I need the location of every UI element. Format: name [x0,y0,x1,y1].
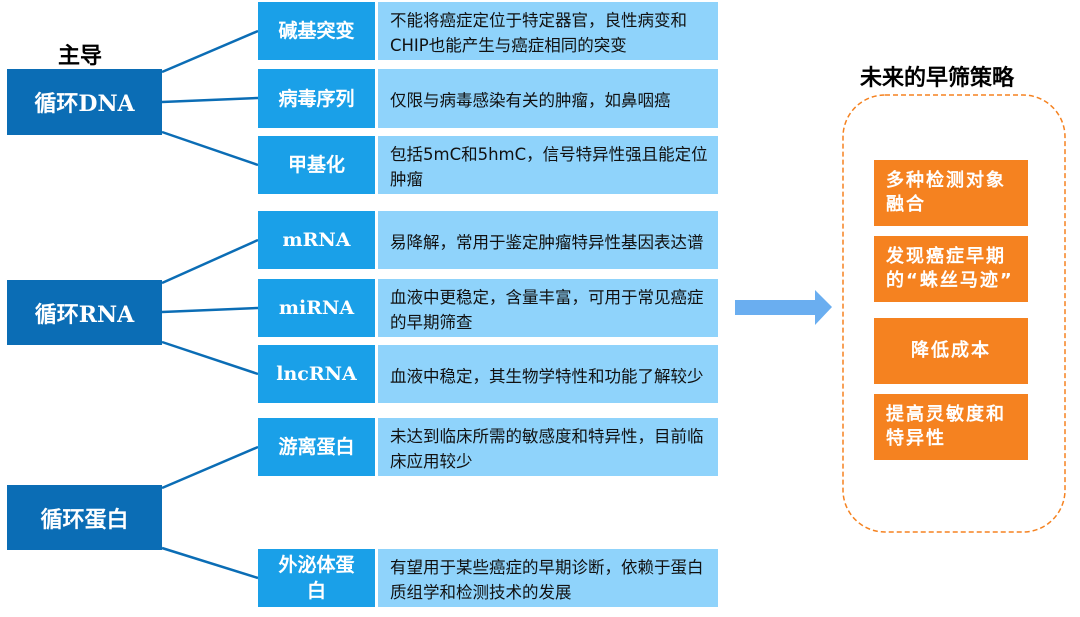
strategy-dashed-frame [842,94,1066,533]
category-mirna: miRNA [258,279,375,337]
left-header: 主导 [58,44,103,69]
group-circulating-dna: 循环DNA [7,69,162,135]
desc-viral-sequence: 仅限与病毒感染有关的肿瘤，如鼻咽癌 [378,69,718,128]
desc-free-protein: 未达到临床所需的敏感度和特异性，目前临床应用较少 [378,418,718,476]
right-header: 未来的早筛策略 [860,66,1015,91]
desc-mirna: 血液中更稳定，含量丰富，可用于常见癌症的早期筛查 [378,279,718,337]
category-mrna: mRNA [258,211,375,269]
strategy-multi-analyte: 多种检测对象融合 [874,160,1028,226]
category-methylation: 甲基化 [258,136,375,194]
desc-methylation: 包括5mC和5hmC，信号特异性强且能定位肿瘤 [378,136,718,194]
category-lncrna: lncRNA [258,345,375,403]
desc-lncrna: 血液中稳定，其生物学特性和功能了解较少 [378,345,718,403]
group-circulating-rna: 循环RNA [7,280,162,345]
category-exosome-protein: 外泌体蛋白 [258,549,375,607]
group-circulating-protein: 循环蛋白 [7,485,162,550]
desc-base-mutation: 不能将癌症定位于特定器官，良性病变和CHIP也能产生与癌症相同的突变 [378,2,718,60]
category-free-protein: 游离蛋白 [258,418,375,476]
arrow-right-icon [735,290,832,325]
strategy-sensitivity-specificity: 提高灵敏度和特异性 [874,394,1028,460]
desc-mrna: 易降解，常用于鉴定肿瘤特异性基因表达谱 [378,211,718,269]
strategy-reduce-cost: 降低成本 [874,318,1028,384]
category-viral-sequence: 病毒序列 [258,69,375,128]
category-base-mutation: 碱基突变 [258,2,375,60]
desc-exosome-protein: 有望用于某些癌症的早期诊断，依赖于蛋白质组学和检测技术的发展 [378,549,718,607]
strategy-early-clues: 发现癌症早期的“蛛丝马迹” [874,236,1028,302]
